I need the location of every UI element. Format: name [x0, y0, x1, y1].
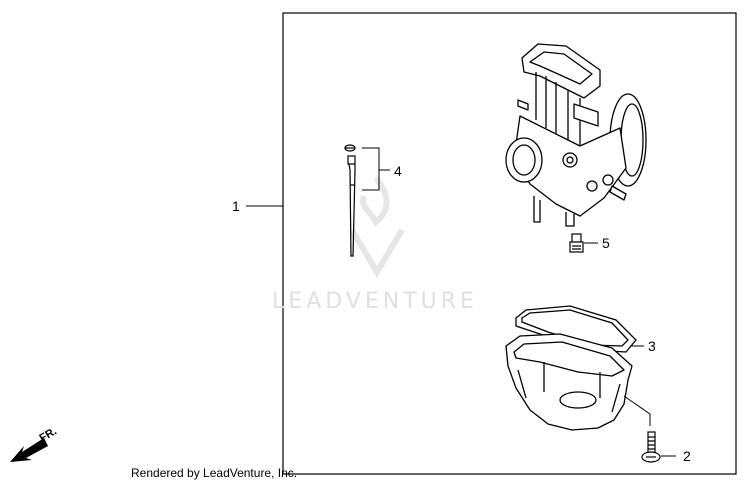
callout-3: 3 — [648, 338, 656, 354]
callout-1: 1 — [232, 198, 240, 214]
callout-4: 4 — [394, 163, 402, 179]
footer-credit: Rendered by LeadVenture, Inc. — [131, 466, 298, 480]
float-bowl-part — [505, 333, 633, 431]
screw-part — [641, 431, 661, 463]
callout-2: 2 — [683, 448, 691, 464]
jet-needle-part — [344, 144, 356, 257]
watermark-text: LEADVENTURE — [272, 289, 478, 314]
assembly-frame — [282, 12, 737, 475]
jet-part — [569, 233, 584, 253]
callout-5: 5 — [602, 235, 610, 251]
leader-2-bowl — [623, 395, 651, 426]
front-direction-arrow — [10, 438, 48, 462]
leader-4 — [362, 147, 390, 191]
watermark-logo — [349, 176, 405, 278]
carburetor-body — [505, 43, 647, 227]
front-marker: FR. — [38, 425, 59, 444]
